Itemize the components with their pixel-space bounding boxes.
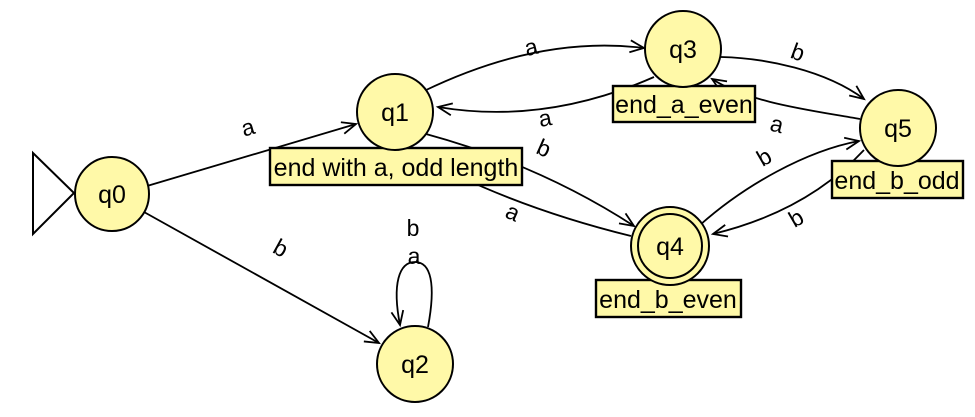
state-label-q0: q0 xyxy=(98,181,126,209)
state-label-q3: q3 xyxy=(669,36,697,64)
state-q2 xyxy=(376,325,454,403)
transition-q4-q5 xyxy=(699,136,862,226)
state-q1 xyxy=(356,73,434,151)
transition-label-q4-q1: a xyxy=(502,198,524,227)
transitions-layer xyxy=(143,39,866,345)
state-tag-q4: end_b_even xyxy=(599,286,737,314)
transition-q0-q2 xyxy=(143,211,381,345)
transition-q0-q1 xyxy=(146,121,359,187)
transition-labels-layer: a b a a b a b a b b b a xyxy=(238,33,808,269)
state-tag-box-q5 xyxy=(830,159,965,200)
transition-q3-q5 xyxy=(720,56,866,101)
self-loop-label-q2-a: a xyxy=(408,243,421,269)
transition-label-q3-q1: a xyxy=(536,104,553,132)
state-tag-q3: end_a_even xyxy=(615,91,753,119)
transition-q1-q3 xyxy=(423,39,647,92)
transition-label-q4-q5: b xyxy=(752,143,776,172)
state-label-q1: q1 xyxy=(381,99,409,127)
transition-label-q5-q4: b xyxy=(784,204,808,233)
state-q0 xyxy=(74,156,150,232)
state-q4 xyxy=(630,206,710,286)
states-layer: q0 q1 q2 q3 q4 q5 xyxy=(74,10,937,403)
state-tag-q1: end with a, odd length xyxy=(274,154,519,182)
transition-label-q3-q5: b xyxy=(788,38,809,67)
transition-label-q1-q4: b xyxy=(533,134,555,163)
self-loop-label-q2-b: b xyxy=(407,215,420,241)
transition-q1-q4 xyxy=(425,133,636,228)
state-q3 xyxy=(644,10,722,88)
state-tags-layer: end with a, odd length end_a_even end_b_… xyxy=(268,84,965,319)
state-tag-q5: end_b_odd xyxy=(834,167,959,195)
state-label-q4: q4 xyxy=(656,233,684,261)
self-loop-q2 xyxy=(390,261,433,328)
state-q4-accepting-ring xyxy=(637,213,703,279)
initial-state-marker xyxy=(32,150,76,237)
transition-label-q0-q2: b xyxy=(269,234,293,263)
transition-label-q5-q3: a xyxy=(768,110,787,138)
state-label-q2: q2 xyxy=(401,351,429,379)
state-label-q5: q5 xyxy=(884,115,912,143)
state-tag-box-q1 xyxy=(268,146,524,187)
state-q5 xyxy=(859,89,937,167)
transition-label-q1-q3: a xyxy=(522,33,541,61)
transition-label-q0-q1: a xyxy=(238,113,258,142)
